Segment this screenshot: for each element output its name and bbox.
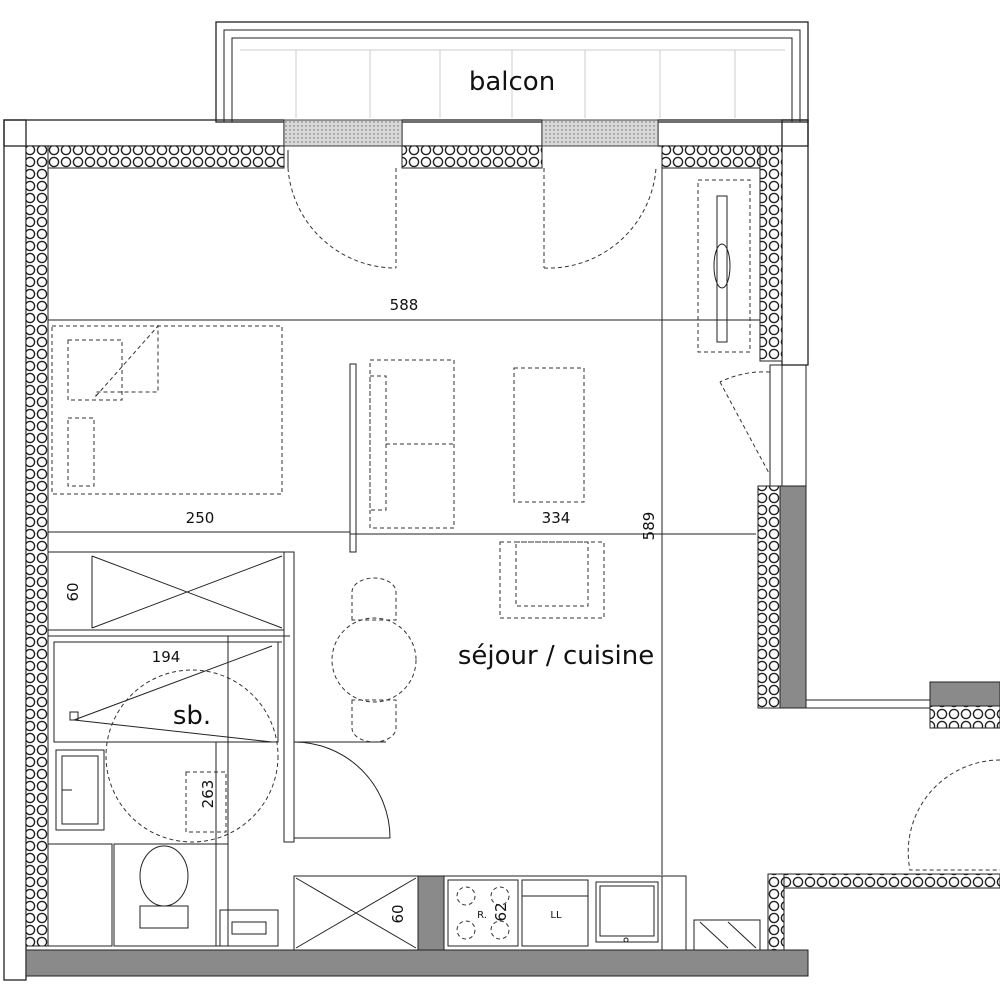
living-kitchen-label: séjour / cuisine [458,641,654,671]
interior-lines [47,168,663,946]
dim-kitchen-closet-depth: 60 [389,904,407,923]
bathroom-label: sb. [173,701,211,731]
dim-bath-length: 263 [199,780,217,809]
coffee-table [513,367,585,503]
dim-bedroom-width: 250 [186,509,215,527]
dim-total-height: 589 [640,512,658,541]
dim-hob-depth: 62 [492,902,510,921]
balcony: balcon [215,21,809,123]
outer-walls [3,119,809,981]
balcony-label: balcon [469,67,555,97]
kitchen-counter [417,875,761,951]
insulation [25,145,1000,951]
balcony-doors [287,150,657,269]
dim-closet-depth: 60 [64,582,82,601]
fridge-label: R. [477,910,487,921]
bathroom-door [293,741,391,839]
dim-total-width: 588 [390,296,419,314]
bathroom-fixtures [47,636,279,947]
dishwasher-label: LL [550,910,562,921]
dimension-lines [48,168,760,946]
wardrobe [697,179,751,353]
dim-bath-width: 194 [152,648,181,666]
armchair [499,541,605,619]
balcony-railing-lines [240,49,785,118]
bed [51,324,283,495]
right-window [719,364,807,487]
dim-living-width: 334 [542,509,571,527]
dining-table [331,577,417,743]
corridor [806,699,1000,871]
sofa [369,359,455,529]
